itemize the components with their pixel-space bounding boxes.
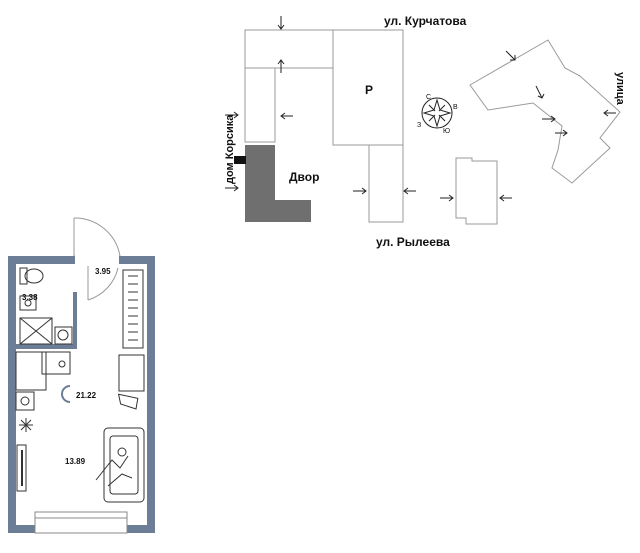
street-south-label: ул. Рылеева (376, 235, 450, 249)
building-south (368, 144, 404, 223)
compass-s: Ю (443, 128, 450, 135)
parking-label: Р (365, 83, 373, 97)
sink-icon (19, 295, 37, 311)
apartment-highlight (245, 145, 311, 222)
street-east-label: улица (614, 72, 626, 106)
kitchen-counter (15, 351, 71, 411)
compass-icon: С В Ю З (417, 94, 458, 135)
compass-w: З (417, 122, 421, 129)
tv-stand (16, 444, 27, 492)
building-wing (244, 67, 276, 143)
shower-icon (19, 317, 53, 345)
sofa-icon (95, 427, 145, 503)
snowflake-icon (19, 418, 33, 432)
room-area-kitchen: 21.22 (76, 391, 97, 400)
street-north-label: ул. Курчатова (384, 14, 467, 28)
entry-arrows (225, 16, 616, 202)
wall-right (147, 256, 155, 533)
building-parking (332, 29, 404, 146)
building-east (469, 39, 621, 184)
room-area-bathroom: 3.38 (22, 293, 38, 302)
building-small (455, 157, 498, 225)
street-west-label: дом Корсика (224, 114, 236, 184)
kitchen-marker (61, 385, 71, 403)
window (34, 511, 128, 534)
entry-door (73, 217, 121, 257)
floor-plan: 3.38 3.95 21.22 13.89 (8, 217, 155, 534)
compass-e: В (453, 104, 458, 111)
entrance-marker (234, 156, 246, 164)
wall-left (8, 256, 16, 533)
room-area-hallway: 3.95 (95, 267, 111, 276)
room-area-living: 13.89 (65, 457, 86, 466)
courtyard-label: Двор (289, 170, 319, 184)
wall-bathroom-side (73, 292, 77, 349)
site-plan: С В Ю З ул. Курчатова ул. Рылеева улица … (224, 14, 626, 249)
compass-n: С (426, 94, 431, 101)
wall-bathroom (16, 344, 76, 349)
desk (117, 354, 145, 410)
radiator-icon (122, 269, 144, 349)
washing-machine-icon (54, 326, 73, 345)
toilet-icon (19, 267, 44, 285)
